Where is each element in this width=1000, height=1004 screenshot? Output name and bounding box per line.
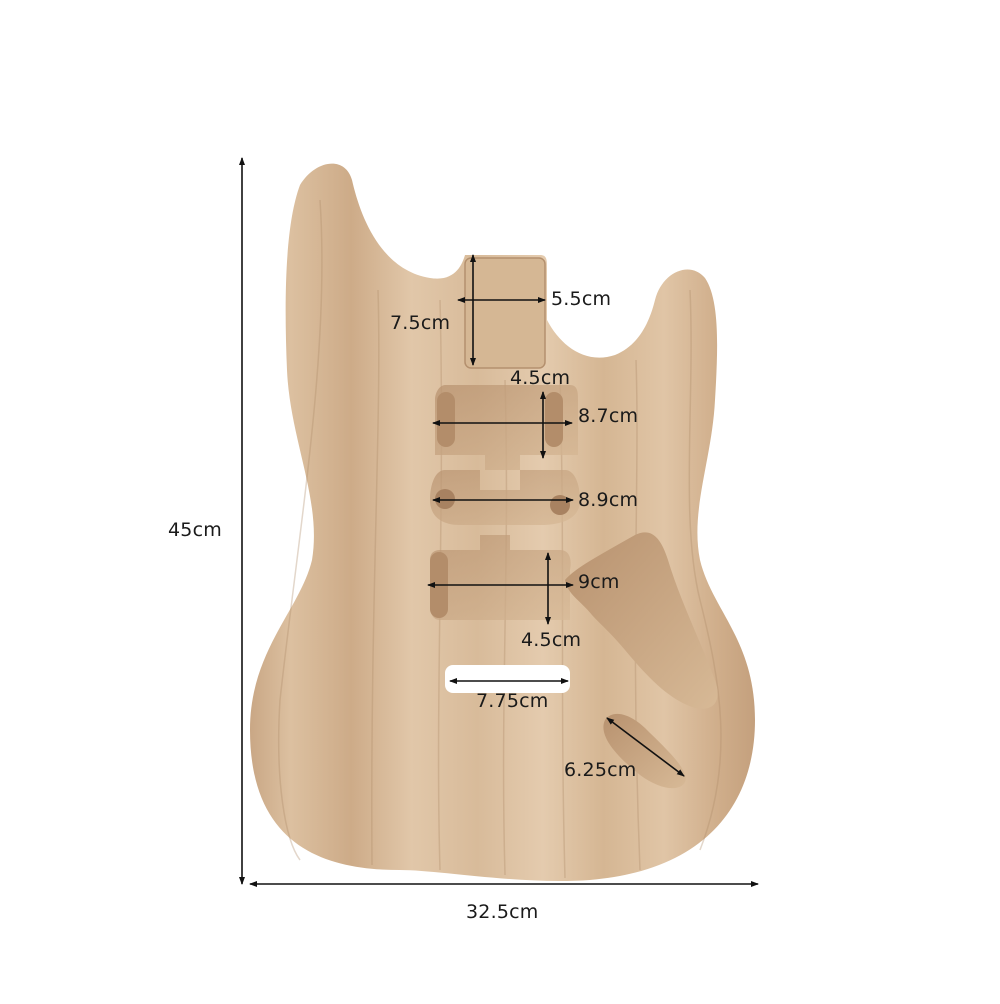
label-neck-pickup-width: 8.7cm [578, 405, 639, 427]
tremolo-slot [445, 665, 570, 693]
label-middle-pickup-span: 8.9cm [578, 489, 639, 511]
neck-pocket [464, 257, 546, 369]
label-neck-pickup-height: 4.5cm [510, 367, 571, 389]
label-overall-height: 45cm [168, 519, 222, 541]
dimension-arrows [239, 157, 759, 887]
label-bridge-pickup-height: 4.5cm [521, 629, 582, 651]
label-jack-cavity: 6.25cm [564, 759, 637, 781]
label-neck-pocket-length: 7.5cm [390, 312, 451, 334]
label-bridge-pickup-width: 9cm [578, 571, 620, 593]
label-overall-width: 32.5cm [466, 901, 539, 923]
label-neck-pocket-width: 5.5cm [551, 288, 612, 310]
label-tremolo-slot: 7.75cm [476, 690, 549, 712]
control-cavity [565, 532, 718, 709]
